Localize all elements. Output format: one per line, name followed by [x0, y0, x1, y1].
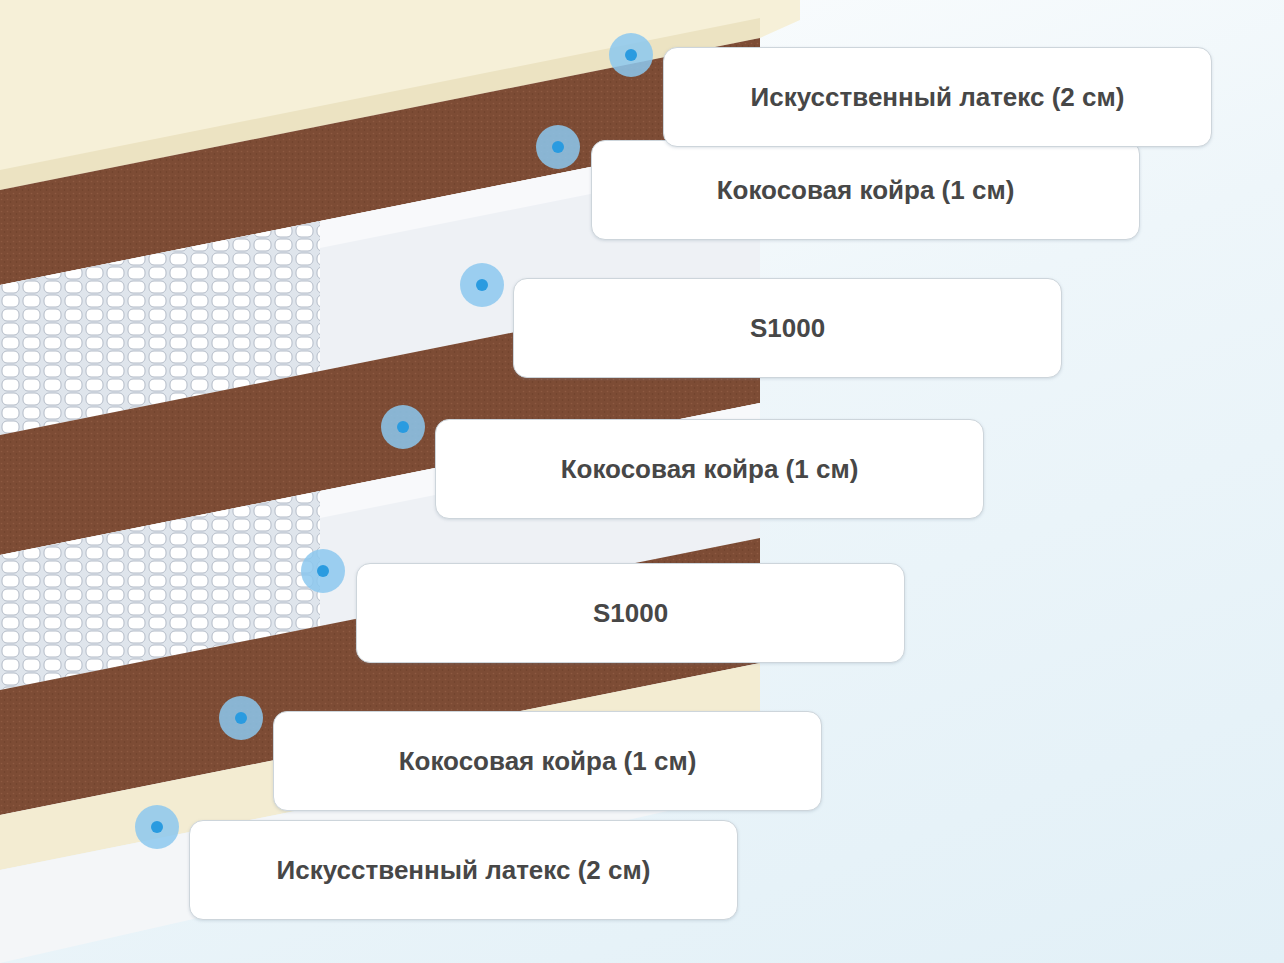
callout-text: S1000 — [750, 313, 825, 344]
callout-box: S1000 — [513, 278, 1062, 378]
callout-box: Кокосовая койра (1 см) — [435, 419, 984, 519]
callout-text: Кокосовая койра (1 см) — [717, 175, 1015, 206]
callout-box: Кокосовая койра (1 см) — [591, 140, 1140, 240]
callout-box: Кокосовая койра (1 см) — [273, 711, 822, 811]
callout-text: Искусственный латекс (2 см) — [751, 82, 1125, 113]
callout-text: Кокосовая койра (1 см) — [399, 746, 697, 777]
callout-box: S1000 — [356, 563, 905, 663]
callout-text: S1000 — [593, 598, 668, 629]
callout-text: Искусственный латекс (2 см) — [277, 855, 651, 886]
callout-box: Искусственный латекс (2 см) — [189, 820, 738, 920]
callout-text: Кокосовая койра (1 см) — [561, 454, 859, 485]
callout-box: Искусственный латекс (2 см) — [663, 47, 1212, 147]
